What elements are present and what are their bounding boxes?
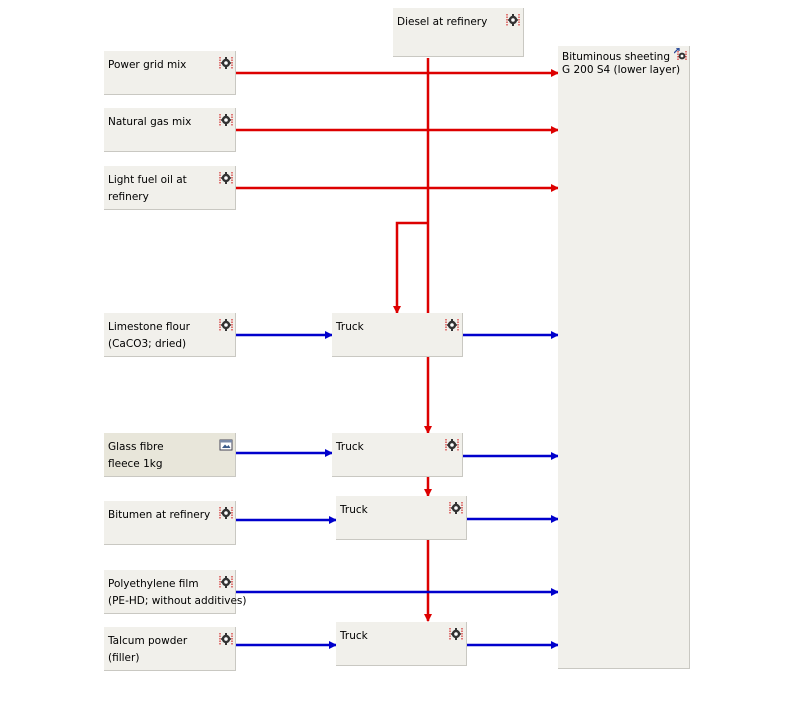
- node-label: Power grid mix: [108, 59, 187, 71]
- node-label-line1: Limestone flour: [108, 321, 190, 333]
- node-label-line2: (CaCO3; dried): [108, 338, 187, 350]
- process-icon: [506, 13, 520, 27]
- node-label-line2: refinery: [108, 191, 149, 203]
- node-label-line2: G 200 S4 (lower layer): [562, 64, 681, 76]
- process-icon: [219, 506, 233, 520]
- node-label: Truck: [340, 630, 368, 642]
- node-truck-2[interactable]: Truck: [332, 433, 463, 477]
- node-label: Bitumen at refinery: [108, 509, 211, 521]
- node-glass-fibre-fleece[interactable]: Glass fibre fleece 1kg: [104, 433, 236, 477]
- process-icon: [449, 627, 463, 641]
- node-label: Diesel at refinery: [397, 16, 488, 28]
- node-label-line2: (filler): [108, 652, 140, 664]
- node-bitumen-at-refinery[interactable]: Bitumen at refinery: [104, 501, 236, 545]
- node-label: Truck: [336, 441, 364, 453]
- node-polyethylene-film[interactable]: Polyethylene film (PE-HD; without additi…: [104, 570, 246, 614]
- node-label: Truck: [336, 321, 364, 333]
- node-truck-3[interactable]: Truck: [336, 496, 467, 540]
- node-label-line2: fleece 1kg: [108, 458, 163, 470]
- node-label: Truck: [340, 504, 368, 516]
- node-bituminous-sheeting[interactable]: Bituminous sheeting G 200 S4 (lower laye…: [558, 46, 690, 669]
- node-label-line1: Talcum powder: [108, 635, 188, 647]
- process-icon: [219, 56, 233, 70]
- node-light-fuel-oil[interactable]: Light fuel oil at refinery: [104, 166, 236, 210]
- node-talcum-powder[interactable]: Talcum powder (filler): [104, 627, 236, 671]
- process-icon: [219, 171, 233, 185]
- node-label-line1: Bituminous sheeting: [562, 51, 670, 63]
- node-truck-4[interactable]: Truck: [336, 622, 467, 666]
- process-icon: [219, 632, 233, 646]
- node-truck-1[interactable]: Truck: [332, 313, 463, 357]
- plan-icon: [219, 438, 233, 452]
- process-icon: [219, 318, 233, 332]
- node-power-grid-mix[interactable]: Power grid mix: [104, 51, 236, 95]
- node-natural-gas-mix[interactable]: Natural gas mix: [104, 108, 236, 152]
- process-icon: [219, 575, 233, 589]
- node-diesel-at-refinery[interactable]: Diesel at refinery: [393, 8, 524, 57]
- node-label-line1: Glass fibre: [108, 441, 164, 453]
- output-process-icon: [674, 48, 688, 62]
- process-icon: [219, 113, 233, 127]
- node-label-line2: (PE-HD; without additives): [108, 595, 247, 607]
- flow-diesel-to-truck1: [393, 221, 428, 314]
- process-icon: [449, 501, 463, 515]
- process-icon: [445, 438, 459, 452]
- node-label-line1: Polyethylene film: [108, 578, 199, 590]
- node-label: Natural gas mix: [108, 116, 192, 128]
- process-icon: [445, 318, 459, 332]
- node-label-line1: Light fuel oil at: [108, 174, 187, 186]
- node-limestone-flour[interactable]: Limestone flour (CaCO3; dried): [104, 313, 236, 357]
